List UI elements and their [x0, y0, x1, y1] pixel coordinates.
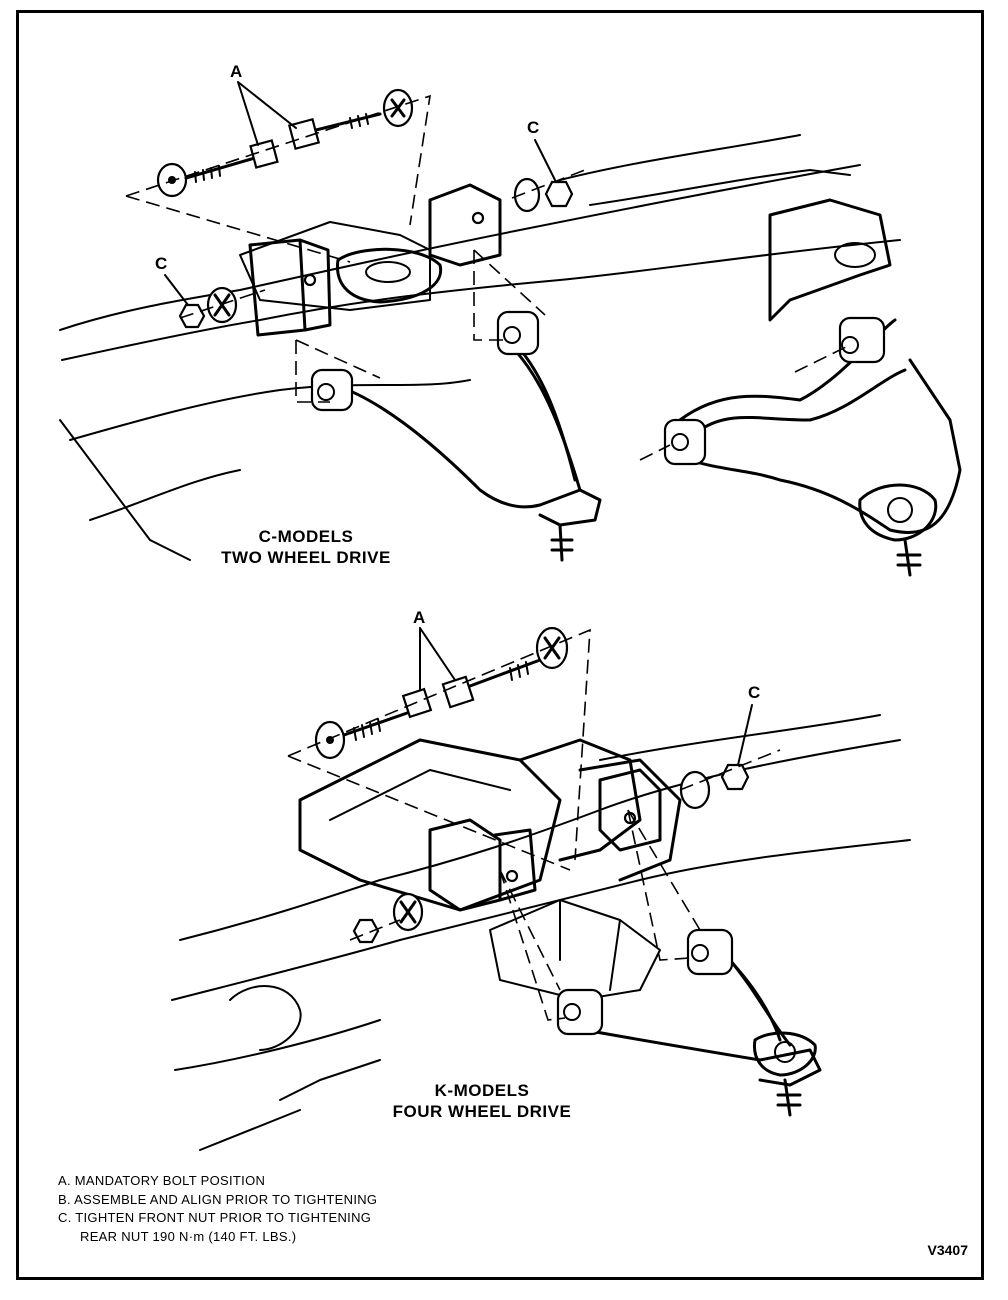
k-models-drawing	[171, 626, 911, 1151]
figure-id: V3407	[927, 1242, 968, 1258]
c-models-title: C-MODELS TWO WHEEL DRIVE	[196, 526, 416, 568]
c-models-title-line1: C-MODELS	[258, 527, 354, 546]
callout-a-bottom: A	[413, 608, 426, 627]
callout-c-top-right: C	[527, 118, 540, 137]
legend-notes: A. MANDATORY BOLT POSITION B. ASSEMBLE A…	[58, 1172, 377, 1246]
callout-c-top-left: C	[155, 254, 168, 273]
note-c-line2: REAR NUT 190 N·m (140 FT. LBS.)	[80, 1228, 297, 1244]
c-models-title-line2: TWO WHEEL DRIVE	[221, 548, 391, 567]
c-models-drawing	[59, 81, 962, 577]
figure-border	[16, 10, 984, 1280]
callout-c-bottom: C	[748, 683, 761, 702]
note-c-line1: C. TIGHTEN FRONT NUT PRIOR TO TIGHTENING	[58, 1210, 372, 1225]
k-models-title-line2: FOUR WHEEL DRIVE	[392, 1102, 572, 1121]
note-b: B. ASSEMBLE AND ALIGN PRIOR TO TIGHTENIN…	[58, 1191, 378, 1207]
callout-a-top: A	[230, 62, 243, 81]
k-models-title-line1: K-MODELS	[434, 1081, 530, 1100]
k-models-title: K-MODELS FOUR WHEEL DRIVE	[372, 1080, 592, 1122]
note-a: A. MANDATORY BOLT POSITION	[58, 1173, 266, 1188]
